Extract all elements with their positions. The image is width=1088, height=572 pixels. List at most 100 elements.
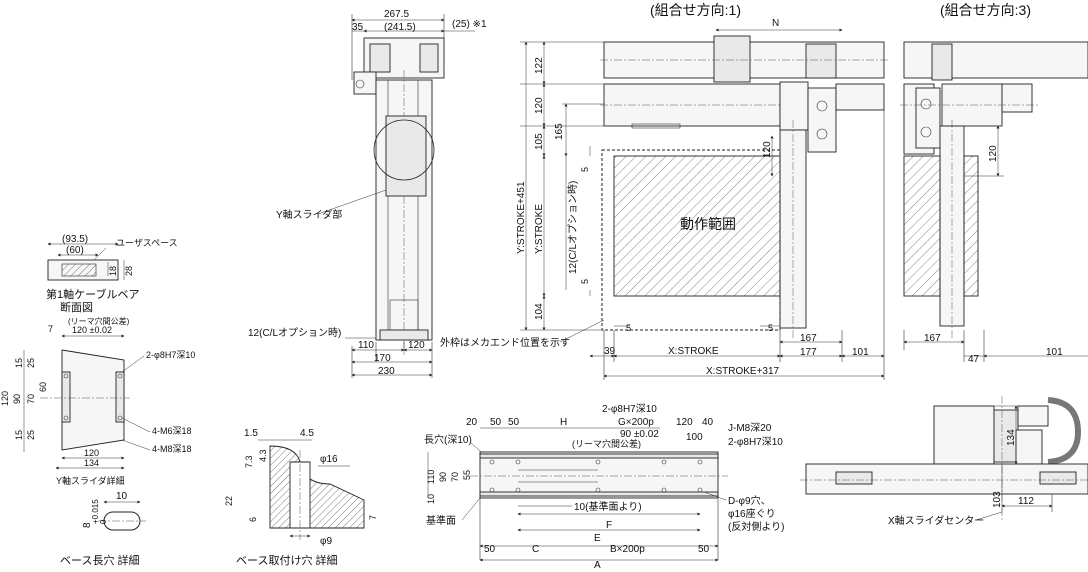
dim-230: 230 — [378, 366, 395, 377]
dim-5-b: 5 — [580, 279, 590, 284]
bv-pin-top: 2-φ8H7深10 — [602, 403, 657, 415]
dim-104: 104 — [534, 303, 545, 320]
ysd-title: Y軸スライダ詳細 — [56, 475, 125, 486]
dim-165: 165 — [554, 123, 565, 140]
ysd-ream: (リーマ穴間公差) — [68, 316, 130, 326]
ysd-dim-25b: 25 — [26, 430, 36, 440]
ysd-m6: 4-M6深18 — [152, 426, 192, 436]
bv-pin-right: 2-φ8H7深10 — [728, 436, 783, 448]
dim-101: 101 — [852, 347, 869, 358]
combo3-dim-167: 167 — [924, 333, 941, 344]
mh-dim-7: 7 — [368, 515, 378, 520]
bv-dim-C: C — [532, 544, 539, 555]
mh-dim-4-5: 4.5 — [300, 428, 314, 439]
cb-dim-93-5: (93.5) — [62, 234, 88, 245]
dim-5-d: 5 — [768, 323, 773, 333]
bv-j-m8: J-M8深20 — [728, 422, 772, 434]
combo3-title: (組合せ方向:3) — [940, 2, 1031, 18]
y-axis-side-view: 267.5 35 (241.5) (25) ※1 Y軸スライダ部 12(C/Lオ… — [248, 9, 487, 378]
main-view-combo3: 120 167 47 101 — [900, 41, 1088, 365]
y-slider-detail: (リーマ穴間公差) 7 120 ±0.02 2-φ8H7深10 4-M6深18 … — [0, 316, 195, 486]
bv-d-opp: (反対側より) — [728, 520, 784, 533]
base-plan-view: 2-φ8H7深10 20 50 50 H G×200p 120 40 J-M8深… — [424, 403, 784, 571]
ysd-dim-120tol: 120 ±0.02 — [72, 325, 112, 335]
dim-120-left: 120 — [534, 97, 545, 114]
cb-title-2: 断面図 — [60, 300, 93, 314]
main-view-combo1: N 動作範囲 Y:STROKE+451 122 120 — [440, 18, 888, 380]
dim-110: 110 — [358, 340, 374, 351]
mh-title: ベース取付け穴 詳細 — [236, 553, 338, 567]
slot-dim-10: 10 — [116, 491, 128, 502]
operating-range-label: 動作範囲 — [680, 216, 736, 232]
bv-ref-from: 10(基準面より) — [574, 500, 642, 513]
slot-tol-up: +0.015 — [91, 499, 100, 524]
cb-dim-28: 28 — [124, 266, 134, 276]
xs-dim-112: 112 — [1018, 496, 1034, 507]
bv-dim-G: G×200p — [618, 417, 654, 428]
bv-dim-120: 120 — [676, 417, 693, 428]
slot-tol-lo: 0 — [99, 519, 108, 524]
bv-dim-55: 55 — [462, 470, 472, 480]
bv-dim-H: H — [560, 417, 567, 428]
cb-user-space: ユーザスペース — [116, 238, 178, 248]
ysd-m8: 4-M8深18 — [152, 444, 192, 454]
x-slider-view: 134 103 112 X軸スライダセンター — [800, 396, 1088, 527]
ysd-dim-7: 7 — [48, 324, 53, 334]
combo3-dim-120: 120 — [988, 145, 999, 162]
mh-dim-22: 22 — [224, 496, 234, 506]
base-slot-detail: 10 8 +0.015 0 ベース長穴 詳細 — [60, 491, 146, 567]
bv-dim-90: 90 — [438, 472, 448, 482]
mh-dim-7-3: 7.3 — [244, 455, 254, 468]
bv-dim-50c: 50 — [484, 544, 496, 555]
frame-note: 外枠はメカエンド位置を示す — [440, 336, 570, 349]
bv-dim-F: F — [606, 520, 612, 531]
bv-dim-50b: 50 — [508, 417, 520, 428]
bv-dim-100: 100 — [686, 432, 703, 443]
ysd-dim-120b: 120 — [84, 448, 99, 458]
slot-dim-8: 8 — [82, 522, 93, 528]
dim-120-inner: 120 — [762, 141, 773, 158]
ysd-dim-120: 120 — [0, 391, 10, 406]
dim-241-5: (241.5) — [384, 22, 416, 33]
cb-title-1: 第1軸ケーブルベア — [46, 287, 139, 301]
bv-dim-40: 40 — [702, 417, 714, 428]
bv-dim-20: 20 — [466, 417, 478, 428]
bv-dim-110: 110 — [426, 470, 436, 484]
dim-y-stroke-451: Y:STROKE+451 — [516, 181, 527, 254]
operating-range-area — [613, 155, 781, 297]
bv-dim-B200: B×200p — [610, 544, 645, 555]
xs-dim-134: 134 — [1006, 429, 1017, 446]
bv-ream: (リーマ穴間公差) — [572, 438, 641, 449]
mh-dim-6: 6 — [248, 517, 258, 522]
ysd-dim-134: 134 — [84, 458, 99, 468]
dim-x-stroke-317: X:STROKE+317 — [706, 366, 780, 377]
ysd-dim-15a: 15 — [14, 358, 24, 368]
xs-title: X軸スライダセンター — [888, 514, 984, 527]
dim-39: 39 — [604, 346, 616, 357]
bv-slot: 長穴(深10) — [424, 433, 472, 446]
dim-cl12-vertical: 12(C/Lオプション時) — [567, 181, 579, 274]
bv-dim-50a: 50 — [490, 417, 502, 428]
bv-dim-A: A — [594, 560, 601, 571]
cb-dim-18: 18 — [108, 266, 118, 276]
dim-120: 120 — [408, 340, 425, 351]
dim-5-c: 5 — [626, 323, 631, 333]
mh-dim-phi16: φ16 — [320, 454, 338, 465]
ysd-dim-60: 60 — [38, 382, 48, 392]
ysd-dim-25a: 25 — [26, 358, 36, 368]
dim-5-a: 5 — [580, 167, 590, 172]
dim-25-note: (25) ※1 — [452, 19, 487, 30]
dim-122: 122 — [534, 57, 545, 74]
cb-dim-60: (60) — [66, 245, 84, 256]
dim-x-stroke: X:STROKE — [668, 346, 719, 357]
bv-dim-10: 10 — [426, 494, 436, 504]
slot-title: ベース長穴 詳細 — [60, 553, 140, 567]
dim-177: 177 — [800, 347, 817, 358]
combo3-dim-47: 47 — [968, 354, 980, 365]
combo1-title: (組合せ方向:1) — [650, 2, 741, 18]
bv-dim-70: 70 — [450, 472, 460, 482]
bv-dim-E: E — [594, 533, 601, 544]
ysd-pin: 2-φ8H7深10 — [146, 350, 195, 360]
mount-hole-detail: 1.5 4.5 7.3 4.3 φ16 22 6 7 φ9 ベース取付け穴 詳細 — [224, 428, 378, 567]
